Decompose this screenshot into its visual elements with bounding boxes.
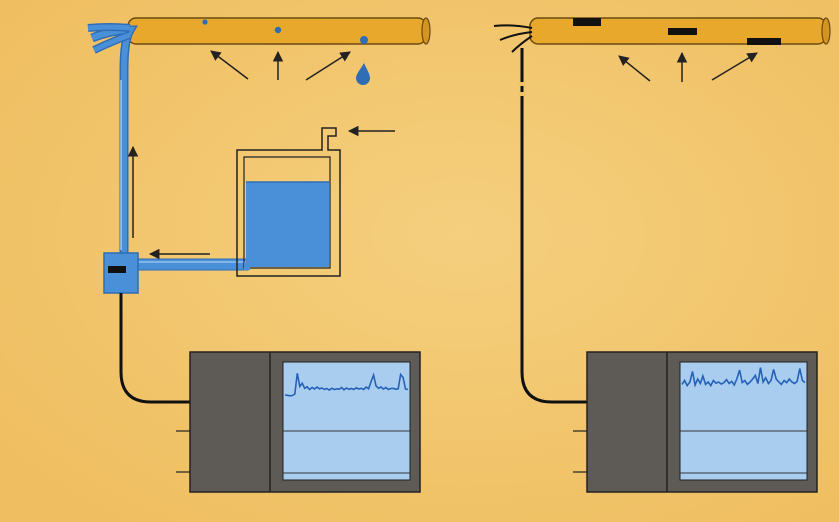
left-catheter — [127, 17, 431, 45]
sensor — [573, 18, 601, 26]
sensor — [747, 38, 781, 45]
side-hole — [274, 26, 282, 34]
feed-line — [127, 258, 249, 271]
right-arrow-3 — [711, 52, 758, 81]
sensor — [668, 28, 697, 35]
left-monitor — [176, 351, 421, 493]
right-trace — [681, 367, 806, 388]
right-diagram — [493, 17, 831, 493]
right-catheter — [529, 17, 831, 45]
right-lead-wires — [493, 24, 533, 53]
side-hole — [202, 19, 208, 25]
right-arrow-1 — [618, 55, 651, 82]
left-cable — [119, 293, 192, 404]
left-trace — [284, 372, 409, 397]
left-arrow-3 — [305, 51, 351, 81]
left-monitor-screen — [282, 361, 411, 481]
water-reservoir — [236, 127, 341, 277]
left-arrow-1 — [210, 50, 249, 80]
left-diagram — [87, 17, 431, 493]
left-lead-tubes — [87, 23, 138, 255]
right-monitor — [573, 351, 818, 493]
right-cable — [520, 48, 590, 404]
water-drop-icon — [356, 63, 370, 85]
pressure-transducer — [103, 252, 139, 294]
side-hole — [360, 36, 368, 44]
